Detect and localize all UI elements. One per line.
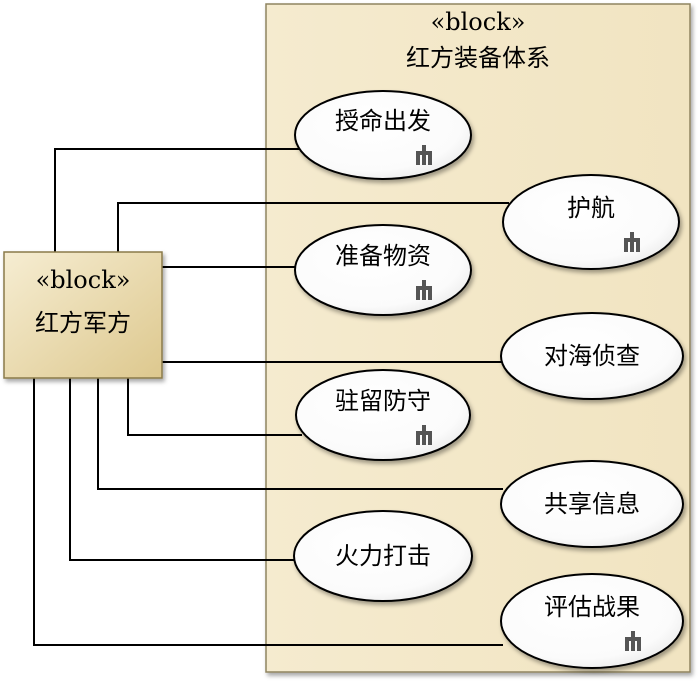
association-station-defense — [127, 378, 302, 436]
usecase-share-information[interactable]: 共享信息 — [500, 460, 684, 548]
usecase-label: 授命出发 — [335, 107, 431, 135]
usecase-ellipse — [502, 174, 680, 270]
association-escort — [117, 202, 509, 252]
usecase-label: 共享信息 — [544, 490, 640, 518]
usecase-label: 评估战果 — [544, 593, 640, 621]
system-stereotype: «block» — [431, 8, 526, 36]
usecase-station-defense[interactable]: 驻留防守 — [295, 369, 471, 461]
rake-icon — [625, 631, 641, 651]
usecase-ellipse — [500, 312, 684, 400]
usecase-escort[interactable]: 护航 — [502, 174, 680, 270]
rake-icon — [416, 280, 432, 300]
association-share-information — [97, 378, 503, 490]
usecase-ellipse — [500, 573, 684, 669]
association-assess-results — [33, 378, 503, 646]
usecase-label: 准备物资 — [335, 242, 431, 270]
usecase-ellipse — [500, 460, 684, 548]
usecase-label: 火力打击 — [335, 542, 431, 570]
usecase-ellipse — [294, 224, 472, 316]
usecase-authorize-departure[interactable]: 授命出发 — [294, 90, 472, 180]
usecase-label: 对海侦查 — [544, 342, 640, 370]
associations — [33, 148, 509, 646]
usecase-label: 驻留防守 — [335, 387, 431, 415]
usecase-fire-strike[interactable]: 火力打击 — [293, 510, 473, 602]
rake-icon — [624, 232, 640, 252]
actor-name: 红方军方 — [35, 309, 131, 337]
usecase-ellipse — [294, 90, 472, 180]
usecase-label: 护航 — [567, 194, 615, 222]
rake-icon — [416, 145, 432, 165]
usecase-prepare-supplies[interactable]: 准备物资 — [294, 224, 472, 316]
system-title: 红方装备体系 — [406, 44, 550, 72]
usecase-ellipse — [293, 510, 473, 602]
association-authorize-departure — [54, 148, 301, 252]
actor-block[interactable]: «block» 红方军方 — [3, 251, 163, 379]
usecase-assess-results[interactable]: 评估战果 — [500, 573, 684, 669]
association-fire-strike — [69, 378, 295, 561]
rake-icon — [416, 425, 432, 445]
actor-stereotype: «block» — [36, 266, 131, 294]
usecase-ellipse — [295, 369, 471, 461]
usecase-sea-reconnaissance[interactable]: 对海侦查 — [500, 312, 684, 400]
